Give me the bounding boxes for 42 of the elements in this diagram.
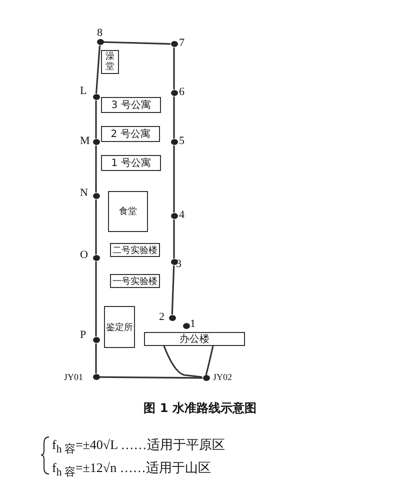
building-box: 食堂 xyxy=(108,191,148,232)
benchmark-point: P xyxy=(80,330,100,343)
benchmark-point: 2 xyxy=(159,312,176,323)
formula-text: f$_{h 容}$=±40√L ……适用于平原区 xyxy=(52,436,225,457)
route-line xyxy=(103,41,171,45)
benchmark-point: 8 xyxy=(96,28,104,45)
route-line xyxy=(163,346,202,378)
route-line xyxy=(205,346,214,376)
formula-text: f$_{h 容}$=±12√n ……适用于山区 xyxy=(52,459,211,480)
route-line xyxy=(95,262,97,336)
benchmark-point: JY01 xyxy=(64,372,100,383)
building-box: 1 号公寓 xyxy=(101,155,161,171)
route-line xyxy=(173,48,175,90)
building-box: 3 号公寓 xyxy=(101,97,161,113)
benchmark-point: 6 xyxy=(170,87,186,98)
route-line xyxy=(173,96,175,138)
benchmark-point: 4 xyxy=(170,210,186,221)
route-line xyxy=(95,344,97,374)
building-box: 办公楼 xyxy=(144,332,245,346)
route-line xyxy=(95,200,97,254)
benchmark-point: L xyxy=(80,86,100,100)
benchmark-point: 3 xyxy=(170,259,183,270)
route-line xyxy=(100,376,202,379)
benchmark-point: JY02 xyxy=(202,372,239,383)
route-line xyxy=(95,146,97,192)
route-line xyxy=(173,220,175,258)
figure-caption: 图 1 水准路线示意图 xyxy=(142,400,258,417)
benchmark-point: N xyxy=(80,188,100,199)
route-line xyxy=(95,45,101,94)
building-box: 二号实验楼 xyxy=(110,243,160,257)
benchmark-point: 1 xyxy=(182,319,197,330)
benchmark-point: O xyxy=(80,250,100,261)
building-box: 澡堂 xyxy=(101,50,119,74)
benchmark-point: M xyxy=(80,136,100,147)
route-line xyxy=(171,265,175,315)
benchmark-point: 7 xyxy=(170,38,186,49)
benchmark-point: 5 xyxy=(170,136,186,147)
building-box: 鉴定所 xyxy=(104,306,135,348)
route-line xyxy=(95,100,97,138)
building-box: 2 号公寓 xyxy=(101,126,160,142)
route-line xyxy=(173,146,175,212)
building-box: 一号实验楼 xyxy=(110,274,160,288)
